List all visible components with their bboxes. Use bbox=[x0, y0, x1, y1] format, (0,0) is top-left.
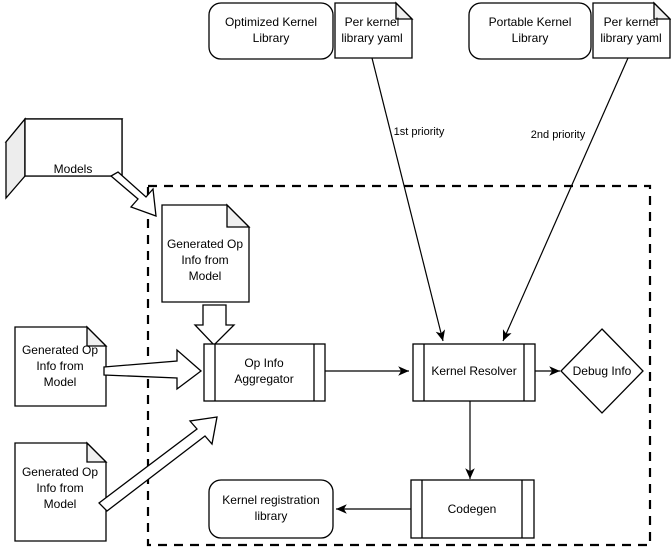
blockarrow-generated-op-info-bottom-to-aggregator bbox=[98, 416, 218, 512]
generated-op-info-top-label-line1: Generated Op bbox=[167, 237, 243, 251]
kernel-resolver-box bbox=[412, 343, 536, 402]
edge-label-first-priority: 1st priority bbox=[394, 126, 445, 138]
optimized-yaml-note-fold bbox=[395, 1, 414, 20]
portable-yaml-note-body bbox=[592, 2, 671, 59]
generated-op-info-mid-label-line1: Generated Op bbox=[22, 343, 98, 357]
generated-op-info-top-label-line2: Info from bbox=[181, 253, 228, 267]
portable-yaml-note-fold bbox=[653, 1, 671, 20]
op-info-aggregator-box bbox=[203, 343, 326, 402]
node-optimized-kernel-library[interactable]: Optimized Kernel Library bbox=[208, 2, 334, 60]
optimized-kernel-library-label-line1: Optimized Kernel bbox=[225, 15, 317, 29]
edge-label-second-priority: 2nd priority bbox=[531, 129, 586, 141]
op-info-aggregator-label-line2: Aggregator bbox=[234, 372, 293, 386]
node-kernel-registration-library[interactable]: Kernel registration library bbox=[208, 479, 334, 539]
node-debug-info[interactable]: Debug Info bbox=[560, 328, 644, 414]
portable-kernel-library-label-line1: Portable Kernel bbox=[489, 15, 572, 29]
models-cube-left bbox=[5, 117, 26, 200]
optimized-yaml-note-body bbox=[334, 2, 413, 59]
node-models[interactable]: Models bbox=[4, 117, 124, 200]
portable-kernel-library-box bbox=[468, 2, 592, 60]
node-generated-op-info-bottom[interactable]: Generated Op Info from Model bbox=[14, 441, 108, 542]
generated-op-info-bottom-label-line1: Generated Op bbox=[22, 465, 98, 479]
node-portable-per-kernel-library-yaml[interactable]: Per kernel library yaml bbox=[592, 1, 671, 59]
codegen-label: Codegen bbox=[448, 502, 497, 516]
generated-op-info-top-label-line3: Model bbox=[189, 269, 222, 283]
generated-op-info-bottom-fold bbox=[86, 441, 108, 463]
blockarrow-generated-op-info-mid-to-aggregator bbox=[103, 348, 203, 391]
optimized-yaml-label-line2: library yaml bbox=[341, 31, 402, 45]
kernel-registration-library-label-line2: library bbox=[255, 509, 288, 523]
generated-op-info-top-fold bbox=[226, 203, 251, 228]
node-codegen[interactable]: Codegen bbox=[410, 479, 535, 539]
kernel-registration-library-box bbox=[208, 479, 334, 539]
generated-op-info-bottom-label-line3: Model bbox=[44, 497, 77, 511]
edge-second-priority bbox=[502, 57, 629, 342]
portable-yaml-label-line1: Per kernel bbox=[604, 15, 659, 29]
node-generated-op-info-mid[interactable]: Generated Op Info from Model bbox=[14, 325, 108, 407]
portable-yaml-label-line2: library yaml bbox=[600, 31, 661, 45]
node-optimized-per-kernel-library-yaml[interactable]: Per kernel library yaml bbox=[334, 1, 414, 59]
generated-op-info-mid-body bbox=[14, 326, 107, 407]
generated-op-info-mid-label-line2: Info from bbox=[36, 359, 83, 373]
node-op-info-aggregator[interactable]: Op Info Aggregator bbox=[203, 343, 326, 402]
codegen-box bbox=[410, 479, 535, 539]
optimized-kernel-library-box bbox=[208, 2, 334, 60]
optimized-kernel-library-label-line2: Library bbox=[253, 31, 290, 45]
node-generated-op-info-top[interactable]: Generated Op Info from Model bbox=[161, 203, 251, 303]
kernel-registration-library-label-line1: Kernel registration bbox=[222, 493, 319, 507]
optimized-yaml-label-line1: Per kernel bbox=[345, 15, 400, 29]
generated-op-info-mid-fold bbox=[86, 325, 108, 347]
node-kernel-resolver[interactable]: Kernel Resolver bbox=[412, 343, 536, 402]
blockarrow-generated-op-info-top-to-aggregator bbox=[193, 304, 236, 346]
generated-op-info-top-body bbox=[161, 204, 250, 303]
edge-first-priority bbox=[371, 57, 446, 342]
generated-op-info-mid-label-line3: Model bbox=[44, 375, 77, 389]
portable-kernel-library-label-line2: Library bbox=[512, 31, 549, 45]
node-portable-kernel-library[interactable]: Portable Kernel Library bbox=[468, 2, 592, 60]
models-label: Models bbox=[54, 162, 93, 176]
blockarrow-models-to-generated-op-info bbox=[109, 171, 157, 217]
debug-info-label: Debug Info bbox=[573, 364, 632, 378]
op-info-aggregator-label-line1: Op Info bbox=[244, 356, 284, 370]
generated-op-info-bottom-label-line2: Info from bbox=[36, 481, 83, 495]
debug-info-diamond bbox=[560, 328, 644, 414]
kernel-resolver-label: Kernel Resolver bbox=[431, 364, 516, 378]
